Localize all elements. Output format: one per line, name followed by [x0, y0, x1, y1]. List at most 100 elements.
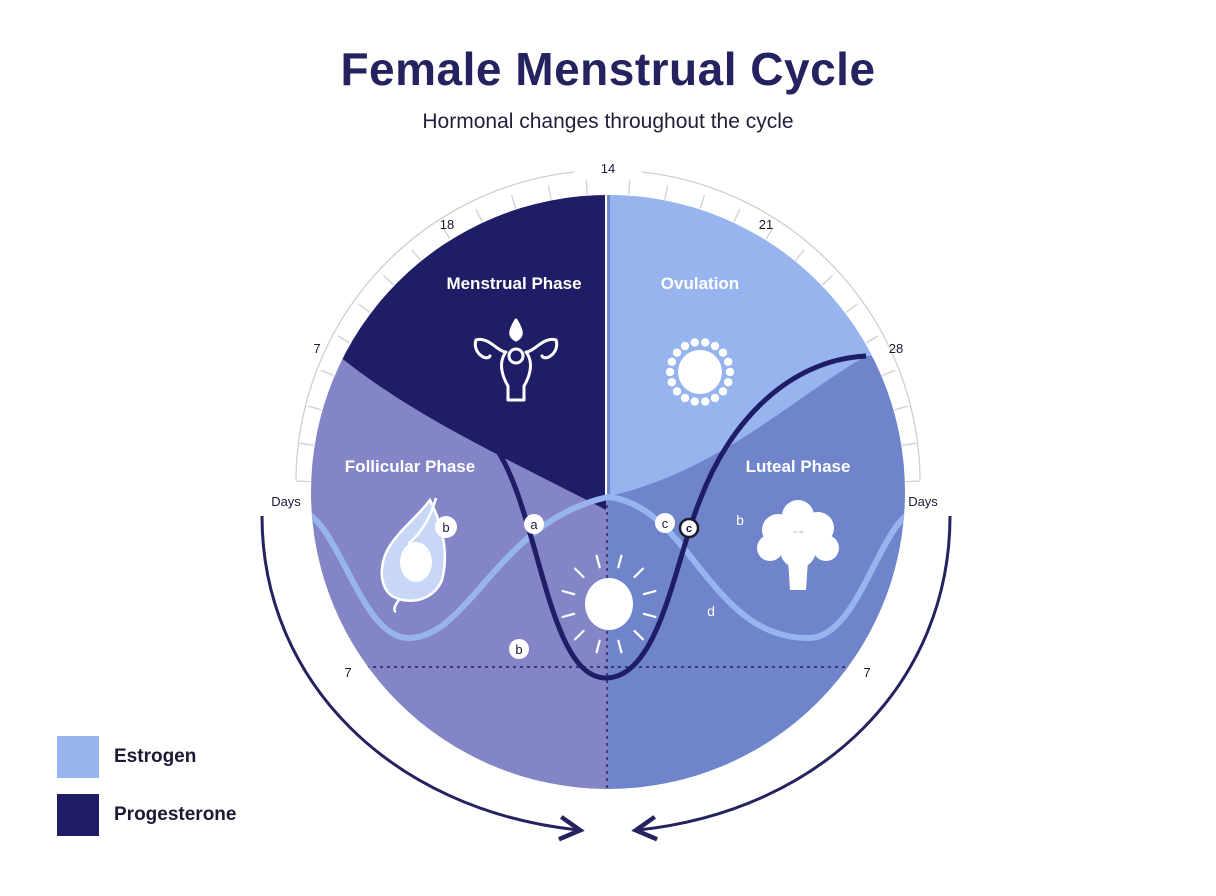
scale-tick: [307, 405, 322, 411]
scale-tick: [902, 442, 917, 447]
follicle-icon: [380, 497, 447, 614]
egg-dot: [690, 338, 699, 347]
scale-tick: [337, 335, 351, 344]
marker-c-right: c: [678, 517, 700, 539]
svg-text:c: c: [686, 523, 692, 535]
scale-tick: [585, 180, 588, 195]
egg-dot: [725, 367, 735, 377]
menstrual-phase-label: Menstrual Phase: [446, 274, 581, 293]
egg-dot: [723, 378, 733, 387]
scale-tick: [383, 274, 395, 286]
marker-a: a: [524, 514, 544, 534]
scale-tick: [411, 249, 421, 261]
sun-ray: [617, 639, 623, 654]
sun-ray: [642, 612, 657, 619]
egg-dot: [665, 367, 675, 377]
sun-ray: [595, 554, 601, 569]
legend-item-progesterone: Progesterone: [57, 794, 236, 836]
day-label-upper-right: 21: [759, 217, 773, 232]
egg-dot: [667, 357, 677, 366]
sun-ray: [573, 567, 585, 579]
scale-tick: [699, 195, 706, 209]
progesterone-curve: [488, 353, 867, 681]
page-subtitle: Hormonal changes throughout the cycle: [422, 110, 794, 133]
sun-ray: [642, 589, 657, 596]
scale-tick: [882, 369, 896, 377]
egg-dot: [672, 348, 682, 357]
scale-tick: [510, 195, 517, 209]
legend-label: Progesterone: [114, 804, 237, 825]
legend-item-estrogen: Estrogen: [57, 736, 236, 778]
scale-tick: [795, 249, 805, 261]
egg-dot: [710, 393, 720, 403]
sun-ray: [633, 629, 645, 641]
ovulation-label: Ovulation: [661, 274, 739, 293]
egg-dot: [672, 387, 682, 396]
scale-tick: [894, 405, 909, 411]
page-title: Female Menstrual Cycle: [340, 43, 876, 95]
scale-tick: [299, 442, 314, 447]
scale-tick: [475, 208, 483, 223]
sun-ray: [633, 567, 645, 579]
estrogen-curve: [311, 493, 905, 642]
egg-dot: [718, 387, 728, 396]
egg-dot: [690, 397, 699, 406]
sun-ray: [561, 589, 576, 596]
egg-dot: [723, 357, 733, 366]
scale-tick: [628, 180, 631, 195]
day-label-top: 14: [601, 161, 615, 176]
scale-tick: [664, 185, 669, 200]
scale-tick: [821, 274, 833, 286]
scale-tick: [320, 369, 334, 377]
day-label-upper-left: 18: [440, 217, 454, 232]
scale-tick: [845, 303, 858, 314]
marker-d: d: [707, 603, 715, 619]
marker-c-left: c: [655, 513, 675, 533]
day-label-left: 7: [313, 341, 320, 356]
uterus-droplet-icon: [473, 318, 559, 402]
egg-ring-icon: [665, 338, 735, 406]
egg-dot: [710, 341, 720, 351]
sun-ray: [573, 629, 585, 641]
scale-tick: [358, 303, 371, 314]
day-scale-ring: [295, 171, 921, 483]
sun-ray: [617, 554, 623, 569]
days-label-left: Days: [271, 494, 301, 509]
arrow-right: [638, 515, 952, 830]
svg-text:c: c: [662, 516, 669, 531]
legend: Estrogen Progesterone: [57, 736, 236, 852]
scale-tick: [865, 335, 879, 344]
scale-tick: [547, 185, 552, 200]
days-label-right: Days: [908, 494, 938, 509]
sun-egg-icon: [561, 554, 657, 654]
svg-text:a: a: [530, 517, 538, 532]
progesterone-swatch: [57, 794, 99, 836]
corpus-luteum-icon: [757, 500, 839, 590]
follicular-phase-label: Follicular Phase: [345, 457, 475, 476]
egg-dot: [680, 341, 690, 351]
day-label-right: 28: [889, 341, 903, 356]
svg-text:b: b: [515, 642, 522, 657]
luteal-phase-label: Luteal Phase: [746, 457, 851, 476]
scale-tick: [442, 227, 451, 240]
estrogen-swatch: [57, 736, 99, 778]
egg-dot: [718, 348, 728, 357]
sun-ray: [595, 639, 601, 654]
day-label-lower-left: 7: [344, 665, 351, 680]
day-label-lower-right: 7: [863, 665, 870, 680]
egg-dot: [680, 393, 690, 403]
egg-dot: [701, 397, 710, 406]
scale-tick: [733, 208, 741, 223]
marker-b-luteal: b: [736, 512, 744, 528]
marker-b-follicle: b: [435, 516, 457, 538]
svg-text:b: b: [442, 520, 449, 535]
marker-b-lower: b: [509, 639, 529, 659]
egg-dot: [701, 338, 710, 347]
egg-dot: [667, 378, 677, 387]
arrow-left: [260, 515, 578, 830]
legend-label: Estrogen: [114, 746, 197, 767]
cycle-circle: [311, 195, 905, 789]
scale-tick: [765, 227, 774, 240]
sun-ray: [561, 612, 576, 619]
